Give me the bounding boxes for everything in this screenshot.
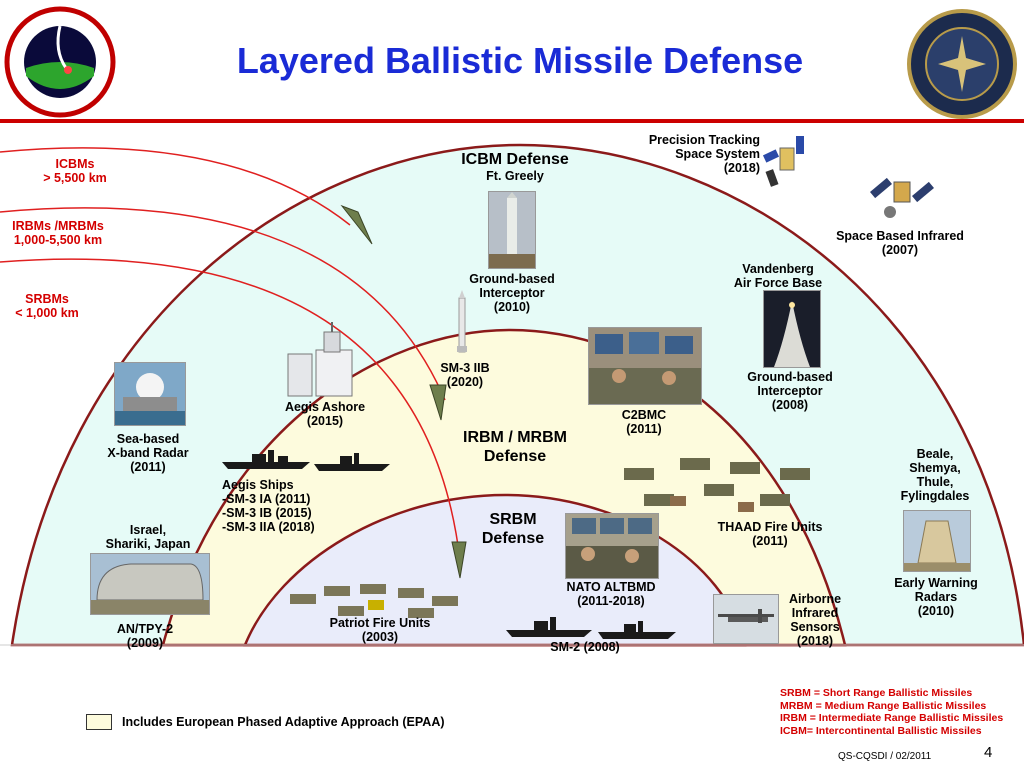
srbm-warhead [451,541,467,579]
thaad-launchers [624,458,810,512]
mda-logo-left [4,6,116,118]
sm2-ship-1 [506,617,592,637]
aegis-ashore-structure [287,322,353,397]
patriot-launchers [290,584,458,618]
threat-icbm: ICBMs> 5,500 km [43,157,107,185]
srbm-trajectory [0,258,461,561]
an-tpy2-radar-photo [90,553,210,615]
sm3-iib-missile [457,290,467,353]
irbm-trajectory [0,207,446,401]
nato-altbmd-photo [565,513,659,579]
footer-code: QS-CQSDI / 02/2011 [838,751,932,762]
sm3-iib-label: SM-3 IIB(2020) [440,361,490,389]
irbm-warhead [429,384,447,421]
aegis-ships-label: Aegis Ships-SM-3 IA (2011)-SM-3 IB (2015… [222,478,315,534]
thaad-label: THAAD Fire Units(2011) [717,520,823,548]
israel-japan-label: Israel,Shariki, Japan [105,523,191,551]
page-title: Layered Ballistic Missile Defense [236,40,804,81]
space-based-infrared-satellite [870,177,934,218]
mda-seal-right [907,9,1017,119]
patriot-label: Patriot Fire Units(2003) [329,616,431,644]
title-divider [0,119,1024,123]
threat-srbm: SRBMs< 1,000 km [15,292,79,320]
early-warning-radar-photo [903,510,971,572]
epaa-legend-label: Includes European Phased Adaptive Approa… [122,715,445,729]
space-based-infrared-label: Space Based Infrared(2007) [836,229,964,257]
c2bmc-photo [588,327,702,405]
uav-photo [713,594,779,644]
an-tpy2-label: AN/TPY-2(2009) [116,622,174,650]
precision-tracking-satellite [762,136,804,187]
c2bmc-label: C2BMC(2011) [621,408,667,436]
sbx-radar-photo [114,362,186,426]
vandenberg-launch-photo [763,290,821,368]
sm2-label: SM-2 (2008) [550,640,620,654]
epaa-legend-swatch [86,714,112,730]
sm2-ship-2 [598,621,676,639]
nato-altbmd-label: NATO ALTBMD(2011-2018) [566,580,656,608]
aegis-ship-2 [314,453,390,471]
page-number: 4 [984,744,993,761]
radar-sites-label: Beale,Shemya,Thule,Fylingdales [900,447,970,503]
icbm-trajectory [0,147,351,226]
aegis-ashore-label: Aegis Ashore(2015) [284,400,366,428]
aegis-ship-1 [222,450,310,469]
icbm-warhead [340,204,373,245]
acronym-definitions: SRBM = Short Range Ballistic Missiles MR… [780,687,1004,737]
gbi-silo-photo [488,191,536,269]
